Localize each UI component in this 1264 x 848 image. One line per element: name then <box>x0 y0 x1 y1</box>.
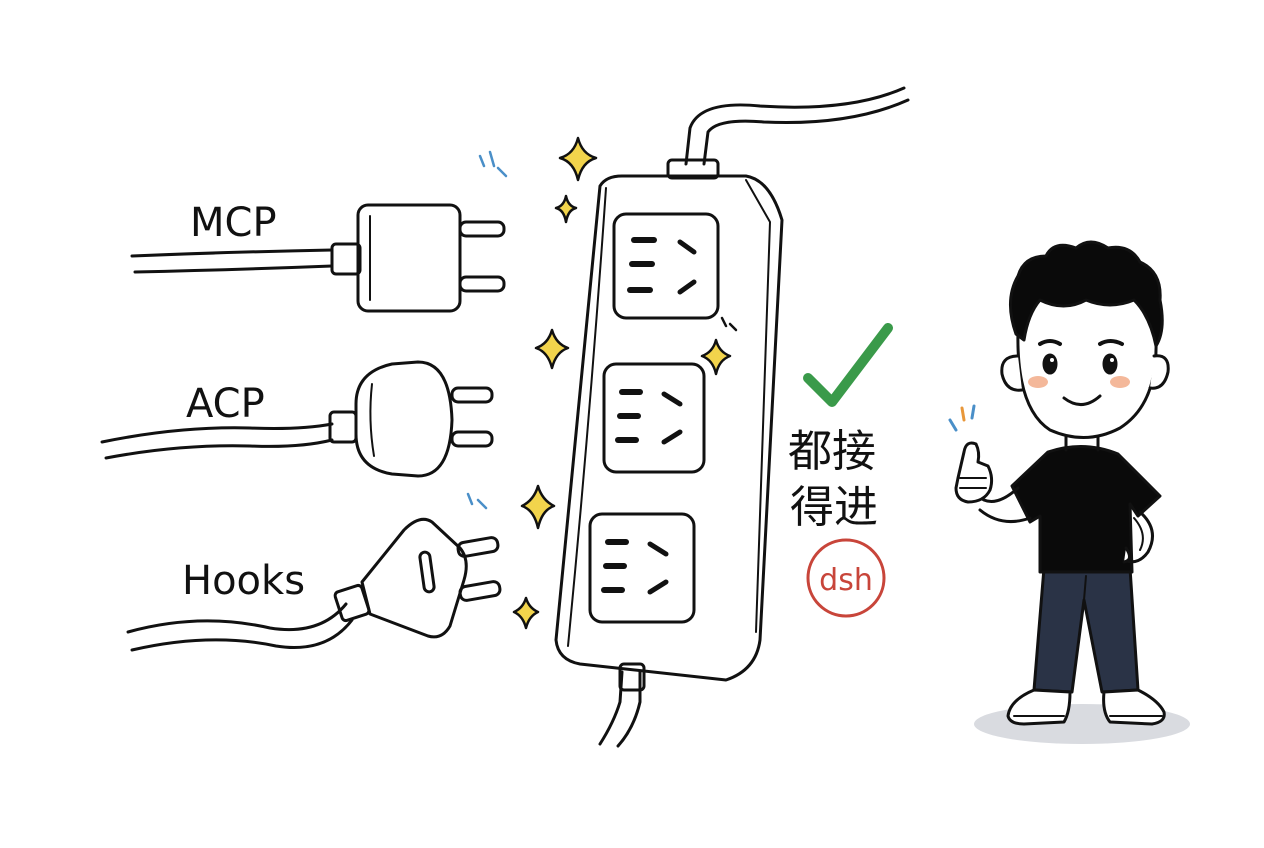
caption-line-2: 得进 <box>790 482 878 533</box>
sparkle-icon <box>520 484 556 530</box>
sparkle-icon <box>554 194 578 224</box>
sparkle-icon <box>512 596 540 630</box>
label-acp: ACP <box>186 381 265 427</box>
check-icon <box>803 323 893 407</box>
plug-mcp <box>130 203 506 313</box>
label-hooks: Hooks <box>182 558 305 604</box>
plug-acp <box>100 360 494 478</box>
thumbs-up-person <box>948 240 1190 744</box>
sparkle-icon <box>558 136 598 182</box>
outlet-3 <box>588 512 696 624</box>
power-strip <box>554 86 910 748</box>
caption-line-1: 都接 <box>788 426 876 477</box>
stamp-text: dsh <box>819 563 873 598</box>
stamp: dsh <box>806 538 886 618</box>
sparkle-icon <box>700 338 732 376</box>
motion-ticks <box>466 150 738 510</box>
plug-hooks <box>126 517 502 652</box>
outlet-1 <box>612 212 720 320</box>
outlet-2 <box>602 362 706 474</box>
label-mcp: MCP <box>190 200 277 246</box>
sparkle-icon <box>534 328 570 370</box>
sparkles <box>512 136 732 630</box>
